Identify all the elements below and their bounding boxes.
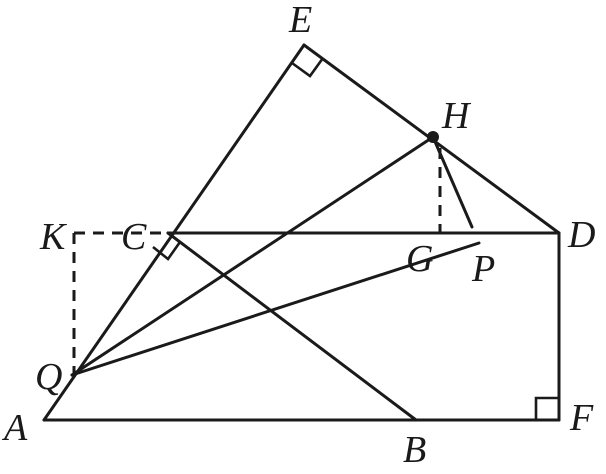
label-A: A xyxy=(1,407,28,449)
label-K: K xyxy=(39,216,67,258)
label-G: G xyxy=(406,238,433,280)
segment-CB xyxy=(166,231,418,422)
label-E: E xyxy=(288,0,312,41)
label-H: H xyxy=(441,95,472,137)
label-C: C xyxy=(121,216,147,258)
segment-QP xyxy=(70,241,481,377)
segment-AE xyxy=(42,43,306,422)
label-F: F xyxy=(569,397,594,439)
label-Q: Q xyxy=(35,356,62,398)
segment-QH xyxy=(70,135,435,377)
right-angle-mark-E xyxy=(291,57,325,78)
right-angle-mark-F xyxy=(534,396,559,420)
point-H xyxy=(427,131,439,143)
label-P: P xyxy=(471,248,495,290)
right-angle-mark-C xyxy=(152,241,182,261)
label-D: D xyxy=(567,214,595,256)
label-B: B xyxy=(403,429,426,469)
